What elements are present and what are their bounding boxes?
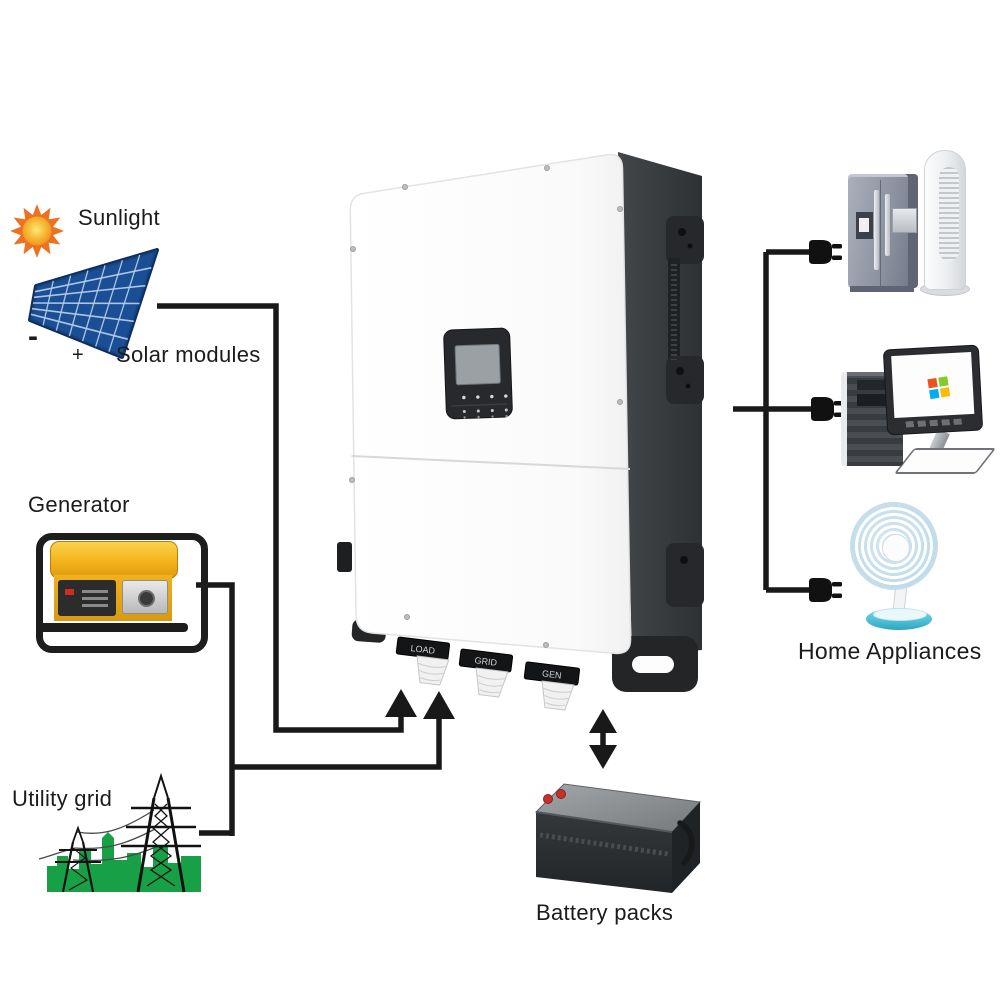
battery-packs-label: Battery packs bbox=[536, 900, 674, 925]
home-appliances-label: Home Appliances bbox=[798, 638, 982, 664]
utility-grid-label: Utility grid bbox=[12, 786, 113, 811]
windows-logo-icon bbox=[927, 376, 951, 400]
load-port-label: LOAD bbox=[410, 643, 436, 656]
inverter-side-panel bbox=[618, 152, 702, 655]
wire-generator-to-inverter bbox=[196, 582, 442, 836]
load-port: LOAD bbox=[395, 636, 451, 661]
power-plug-icon-fridge bbox=[809, 240, 842, 264]
utility-grid-icon bbox=[38, 772, 201, 893]
grid-port-label: GRID bbox=[474, 655, 498, 668]
desktop-computer-icon bbox=[838, 345, 997, 474]
generator-label: Generator bbox=[28, 492, 130, 517]
pc-tower bbox=[841, 372, 903, 466]
wire-inverter-to-appliances bbox=[733, 249, 819, 593]
generator-outlet-panel bbox=[122, 580, 168, 614]
gen-port: GEN bbox=[523, 661, 581, 686]
refrigerator-icon bbox=[848, 170, 930, 292]
generator-base bbox=[38, 623, 188, 632]
inverter-display-panel bbox=[443, 327, 513, 420]
solar-panel-icon bbox=[28, 248, 159, 359]
air-conditioner-icon bbox=[920, 150, 970, 300]
wire-solar-to-inverter bbox=[157, 303, 404, 733]
fridge-handle bbox=[874, 190, 879, 270]
sun-icon bbox=[10, 204, 64, 258]
fridge-handle bbox=[885, 194, 890, 256]
arrow-up-battery bbox=[589, 709, 617, 733]
inverter-side-clip bbox=[337, 542, 352, 572]
inverter-illustration: LOAD GRID GEN bbox=[337, 152, 704, 711]
battery-terminal bbox=[556, 789, 566, 799]
generator-fuel-tank bbox=[50, 541, 178, 579]
arrow-up-solar bbox=[385, 689, 417, 717]
arrow-up-generator-grid bbox=[423, 691, 455, 719]
generator-icon bbox=[28, 525, 208, 653]
solar-modules-label: Solar modules bbox=[116, 342, 261, 367]
arrow-down-battery bbox=[589, 745, 617, 769]
battery-icon bbox=[534, 783, 702, 893]
battery-terminal bbox=[543, 794, 553, 804]
keyboard bbox=[893, 448, 997, 474]
table-fan-icon bbox=[848, 502, 952, 634]
sunlight-label: Sunlight bbox=[78, 205, 160, 230]
gen-port-label: GEN bbox=[542, 668, 563, 680]
inverter-seam bbox=[351, 455, 631, 470]
power-plug-icon-fan bbox=[809, 578, 842, 602]
fridge-dispenser bbox=[856, 212, 873, 239]
battery-handle bbox=[677, 820, 695, 866]
solar-minus-label: - bbox=[28, 320, 39, 353]
grid-port: GRID bbox=[458, 648, 514, 673]
cable-glands bbox=[416, 655, 575, 711]
inverter-lcd-screen bbox=[454, 343, 501, 386]
solar-plus-label: + bbox=[72, 344, 84, 366]
monitor bbox=[883, 345, 983, 435]
generator-control-panel bbox=[58, 580, 116, 616]
generator-frame bbox=[36, 533, 208, 653]
